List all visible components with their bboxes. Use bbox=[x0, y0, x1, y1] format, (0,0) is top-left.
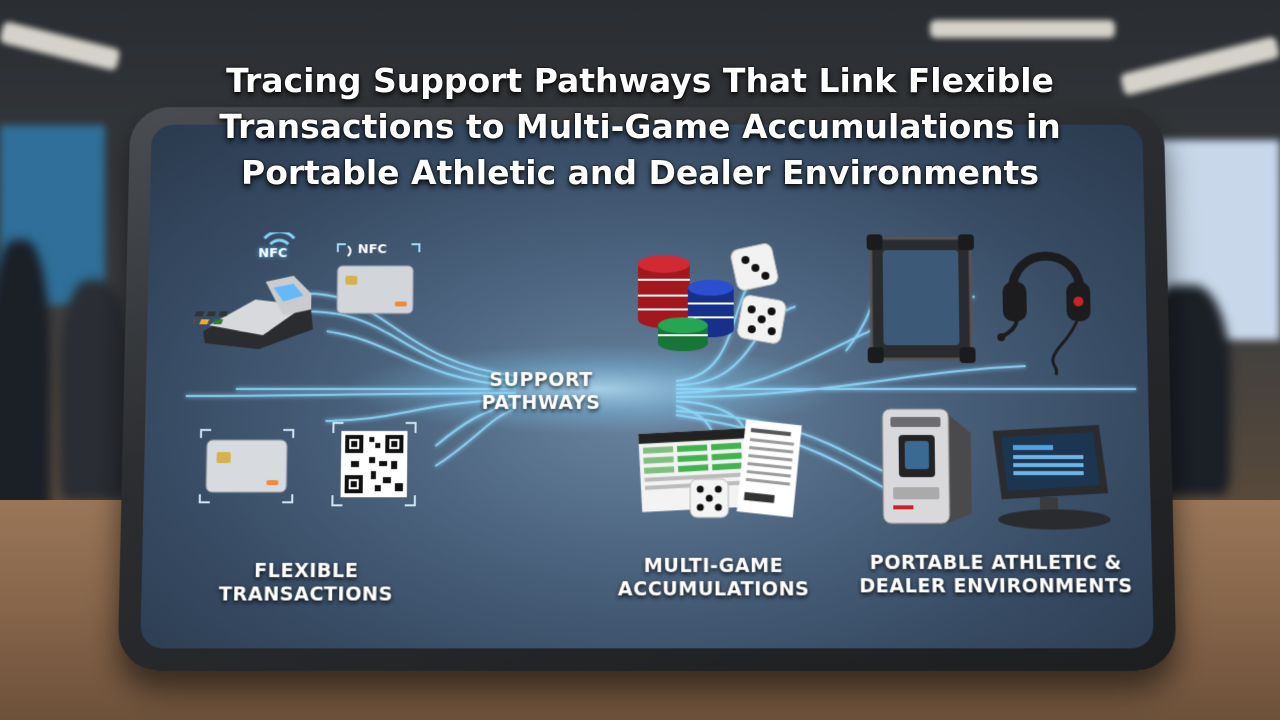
title-line3: Portable Athletic and Dealer Environment… bbox=[241, 153, 1039, 192]
multi-game-accumulations-label: MULTI-GAME ACCUMULATIONS bbox=[598, 555, 830, 602]
pos-terminal-icon bbox=[983, 421, 1115, 532]
ceiling-light-right bbox=[930, 20, 1115, 38]
hub-label-line2: PATHWAYS bbox=[481, 391, 601, 414]
portable-environments-line2: DEALER ENVIRONMENTS bbox=[859, 575, 1133, 598]
rugged-tablet-icon bbox=[867, 234, 976, 363]
casino-chips-icon bbox=[634, 250, 764, 359]
tablet-screen: NFC NFC bbox=[140, 124, 1154, 649]
pathway-wires bbox=[185, 125, 1136, 649]
multi-game-accumulations-line2: ACCUMULATIONS bbox=[617, 578, 810, 601]
flexible-transactions-line1: FLEXIBLE bbox=[253, 559, 359, 583]
hub-label: SUPPORT PATHWAYS bbox=[461, 369, 621, 415]
flexible-transactions-label: FLEXIBLE TRANSACTIONS bbox=[190, 560, 423, 607]
card-reader-kiosk-icon bbox=[874, 403, 976, 529]
qr-code-icon bbox=[330, 421, 417, 507]
nfc-card-label: NFC bbox=[357, 242, 387, 258]
background-person-left bbox=[0, 240, 50, 520]
nfc-terminal-label: NFC bbox=[258, 246, 288, 261]
bet-slip-icon bbox=[636, 417, 807, 528]
nfc-terminal-icon: NFC bbox=[185, 232, 324, 351]
nfc-card-icon: NFC bbox=[333, 240, 424, 329]
chip-card-icon bbox=[196, 426, 298, 506]
background-person-left-2 bbox=[60, 280, 130, 500]
headset-icon bbox=[996, 234, 1098, 383]
hub-label-line1: SUPPORT bbox=[489, 369, 593, 391]
flexible-transactions-line2: TRANSACTIONS bbox=[218, 583, 393, 606]
dice-icon bbox=[725, 240, 795, 349]
page-title: Tracing Support Pathways That Link Flexi… bbox=[0, 58, 1280, 196]
title-line1: Tracing Support Pathways That Link Flexi… bbox=[226, 61, 1054, 100]
multi-game-accumulations-line1: MULTI-GAME bbox=[643, 554, 784, 578]
tablet-device: NFC NFC bbox=[117, 107, 1177, 671]
title-line2: Transactions to Multi-Game Accumulations… bbox=[219, 107, 1061, 146]
portable-environments-label: PORTABLE ATHLETIC & DEALER ENVIRONMENTS bbox=[849, 552, 1142, 599]
portable-environments-line1: PORTABLE ATHLETIC & bbox=[869, 551, 1122, 575]
